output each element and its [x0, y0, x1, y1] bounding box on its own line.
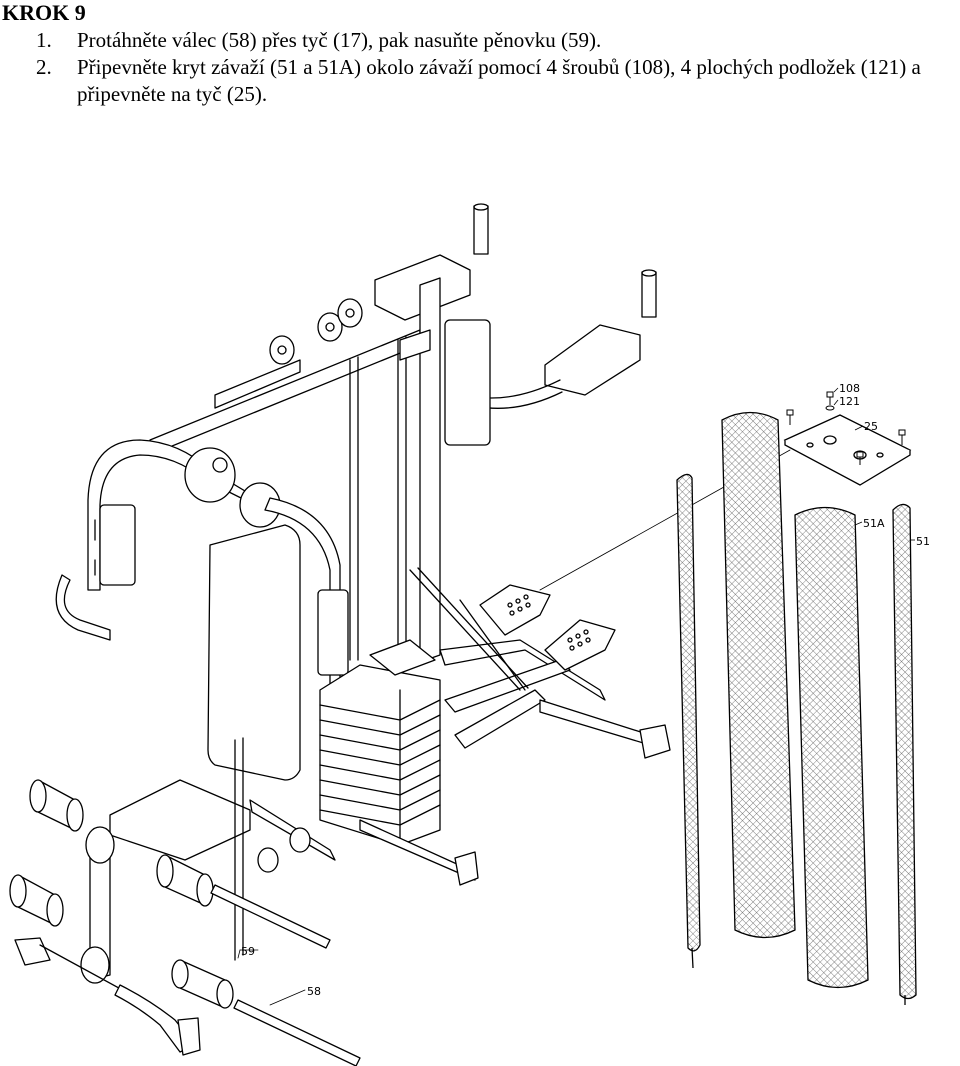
- label-25: 25: [864, 420, 878, 433]
- top-post-right: [641, 269, 657, 318]
- label-108: 108: [839, 382, 860, 395]
- mounting-plate-25: [783, 414, 912, 486]
- label-121: 121: [839, 395, 860, 408]
- instruction-step-2: 2. Připevněte kryt závaží (51 a 51A) oko…: [0, 54, 960, 108]
- cover-panel-51: [892, 503, 917, 1000]
- instruction-step-1: 1. Protáhněte válec (58) přes tyč (17), …: [0, 27, 960, 54]
- arm-pad-right: [544, 324, 641, 396]
- main-upright: [419, 277, 441, 663]
- tube-58: [233, 999, 361, 1066]
- step-number: 2.: [36, 55, 52, 79]
- bolt-108: [826, 391, 834, 405]
- foot-pedal-left: [479, 584, 551, 636]
- bolt-108: [786, 409, 794, 425]
- cover-panel-left-strip: [676, 473, 701, 952]
- pulley-top-right: [337, 298, 363, 328]
- weight-stack: [319, 639, 441, 846]
- foam-roller-59: [171, 959, 234, 1009]
- washer-121: [825, 405, 835, 411]
- top-post-left: [473, 203, 489, 255]
- bolt-108: [898, 429, 906, 445]
- handle-left: [55, 574, 111, 641]
- foam-roller-3: [156, 854, 214, 907]
- label-59: 59: [241, 945, 255, 958]
- foam-roller-2: [9, 874, 64, 927]
- label-51A: 51A: [863, 517, 885, 530]
- seat-pad: [109, 779, 251, 861]
- bolt-108: [856, 451, 864, 465]
- pivot-hub: [184, 447, 281, 528]
- step-text: Protáhněte válec (58) přes tyč (17), pak…: [77, 28, 602, 52]
- instruction-list: 1. Protáhněte válec (58) přes tyč (17), …: [0, 27, 960, 108]
- base-rail-right: [539, 699, 651, 746]
- foam-roller-1: [29, 779, 84, 832]
- seat-back-pad: [207, 524, 301, 781]
- pulley-top-mid: [317, 312, 343, 342]
- cover-panel-front: [721, 411, 796, 939]
- label-51: 51: [916, 535, 930, 548]
- cover-panel-51A: [794, 506, 869, 989]
- label-58: 58: [307, 985, 321, 998]
- step-heading: KROK 9: [2, 0, 86, 25]
- chest-pad-left: [99, 504, 136, 586]
- step-text: Připevněte kryt závaží (51 a 51A) okolo …: [77, 55, 921, 106]
- pulley-top-left: [269, 335, 295, 365]
- back-rest-pad: [444, 319, 491, 446]
- foot-pedal-right: [544, 619, 616, 671]
- step-number: 1.: [36, 28, 52, 52]
- lower-frame: [439, 639, 606, 701]
